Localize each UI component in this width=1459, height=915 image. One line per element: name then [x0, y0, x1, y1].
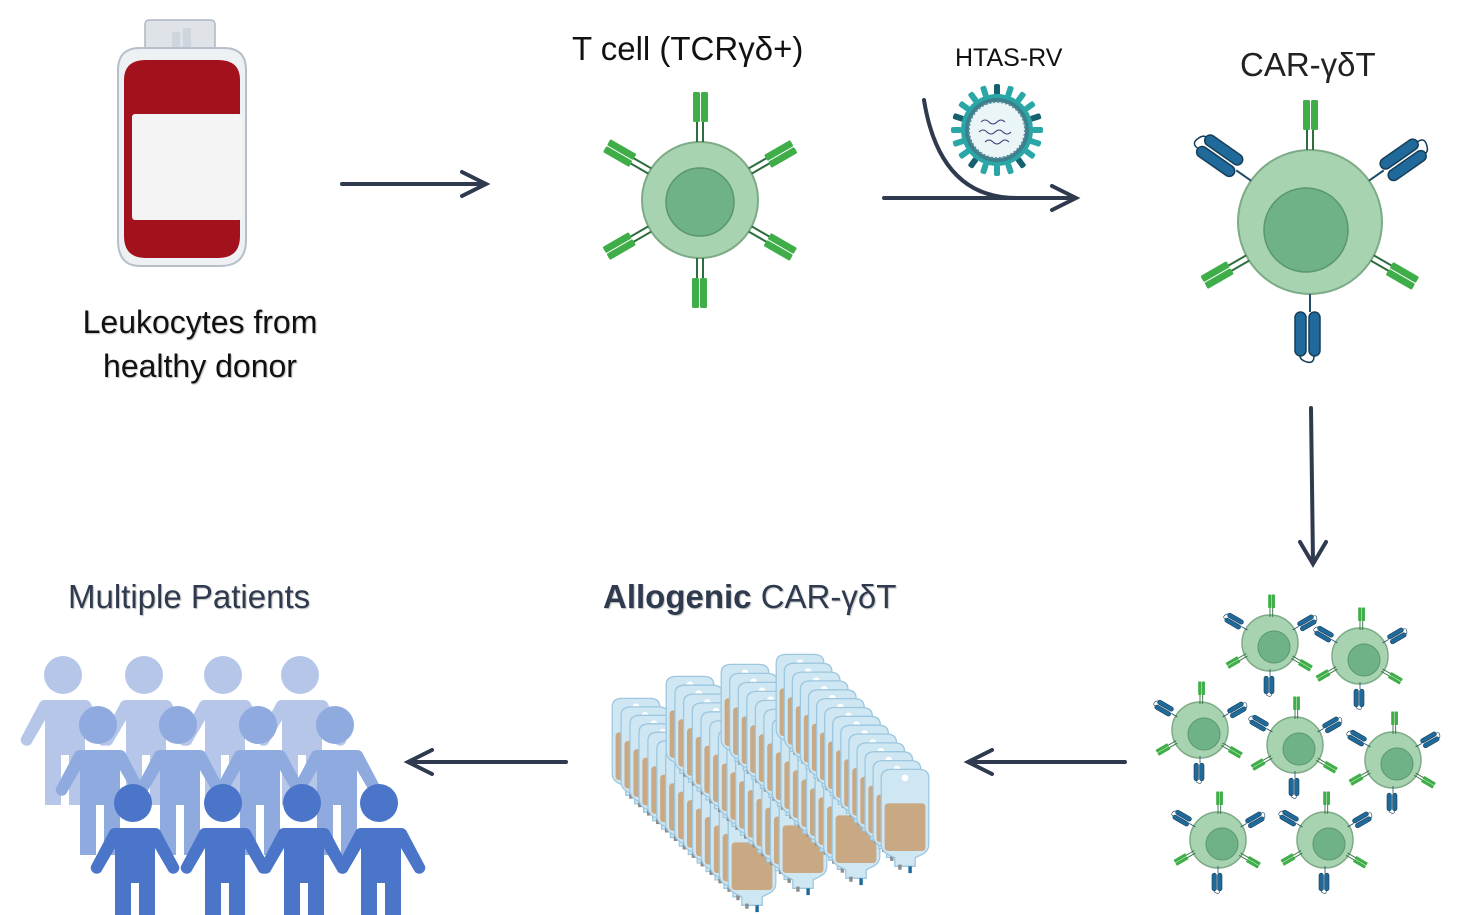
retrovirus-icon: [951, 84, 1043, 176]
virus-label: HTAS-RV: [955, 44, 1063, 72]
car-t-cell-icon: [1188, 99, 1435, 364]
t-cell-icon: [601, 91, 799, 309]
donor-label-line2: healthy donor: [103, 348, 297, 384]
tcell-label: T cell (TCRγδ+): [572, 30, 804, 67]
infusion-bags-icon: [611, 653, 930, 913]
virus-spike: [1024, 148, 1036, 159]
allogenic-label-rest: CAR-γδT: [751, 578, 897, 615]
virus-spike: [968, 91, 979, 103]
people-group-icon: [20, 656, 426, 915]
car-cell-label: CAR-γδT: [1240, 46, 1376, 83]
virus-spike: [1005, 162, 1014, 175]
arrow-to-bags: [963, 748, 1127, 776]
arrow-to-patients: [403, 748, 568, 776]
virus-spike: [1015, 91, 1026, 103]
blood-bag-icon: [117, 19, 247, 267]
virus-spike: [994, 84, 1000, 95]
virus-spike: [980, 162, 989, 175]
arrow-expansion: [1298, 406, 1328, 568]
virus-spike: [958, 101, 970, 112]
virus-spike: [1032, 127, 1043, 133]
virus-spike: [1029, 113, 1042, 122]
allogenic-label: Allogenic CAR-γδT: [603, 578, 896, 616]
virus-spike: [994, 165, 1000, 176]
allogenic-label-bold: Allogenic: [603, 578, 752, 615]
virus-spike: [1024, 101, 1036, 112]
donor-label-line1: Leukocytes from: [82, 304, 318, 340]
patients-label: Multiple Patients: [68, 578, 311, 615]
virus-spike: [1015, 157, 1026, 169]
virus-spike: [952, 138, 965, 147]
virus-spike: [952, 113, 965, 122]
virus-spike: [1029, 138, 1042, 147]
virus-spike: [980, 85, 989, 98]
virus-spike: [1005, 85, 1014, 98]
expanded-cells-icon: [1152, 595, 1442, 894]
virus-spike: [951, 127, 962, 133]
virus-spike: [968, 157, 979, 169]
virus-spike: [958, 148, 970, 159]
arrow-donor-to-tcell: [340, 170, 491, 198]
donor-label: Leukocytes from healthy donor: [40, 300, 360, 388]
arrow-transduction: [882, 98, 1081, 212]
